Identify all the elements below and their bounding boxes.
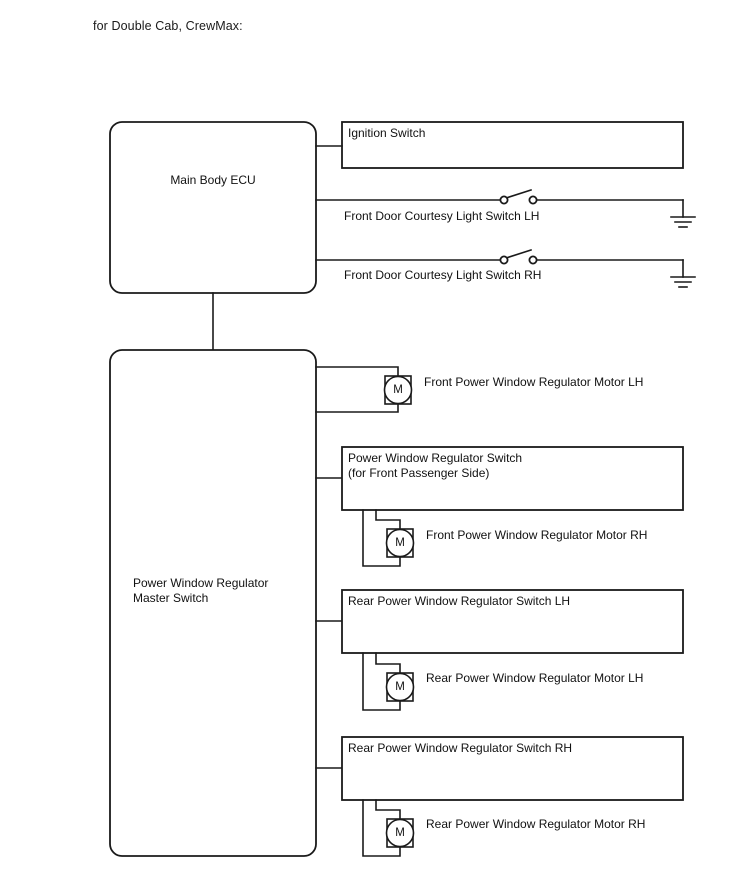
block-label-main-body-ecu: Main Body ECU — [170, 173, 256, 187]
motor-symbol-letter-front-lh: M — [393, 384, 403, 396]
wire-rear-switch-rh-to-motor-rh-top — [375, 799, 401, 821]
block-label-power-window-regulator-master-switch: Power Window Regulator Master Switch — [133, 576, 269, 605]
wire-master-to-front-motor-lh-bottom — [315, 402, 399, 413]
page-title: for Double Cab, CrewMax: — [93, 19, 243, 33]
block-label-power-window-regulator-switch-front-passenger: Power Window Regulator Switch (for Front… — [348, 451, 523, 480]
motor-symbol-letter-front-rh: M — [395, 537, 405, 549]
block-main-body-ecu — [109, 121, 317, 294]
switch-contact-rh-left — [499, 255, 509, 265]
switch-contact-lh-right — [528, 195, 538, 205]
block-label-rear-power-window-regulator-switch-rh: Rear Power Window Regulator Switch RH — [348, 741, 573, 755]
motor-symbol-letter-rear-rh: M — [395, 827, 405, 839]
block-label-ignition-switch: Ignition Switch — [348, 126, 426, 140]
switch-blade-courtesy-lh — [504, 188, 533, 200]
switch-contact-rh-right — [528, 255, 538, 265]
wire-master-to-front-motor-lh-top — [315, 366, 399, 378]
motor-symbol-letter-rear-lh: M — [395, 681, 405, 693]
label-rear-power-window-regulator-motor-rh: Rear Power Window Regulator Motor RH — [426, 817, 646, 831]
label-front-power-window-regulator-motor-lh: Front Power Window Regulator Motor LH — [424, 375, 644, 389]
wire-rear-switch-lh-to-motor-lh-top — [375, 652, 401, 675]
wire-front-passenger-switch-to-motor-rh-top — [375, 509, 401, 531]
switch-contact-lh-left — [499, 195, 509, 205]
label-front-door-courtesy-light-switch-lh: Front Door Courtesy Light Switch LH — [344, 209, 540, 223]
switch-blade-courtesy-rh — [504, 248, 533, 260]
label-front-power-window-regulator-motor-rh: Front Power Window Regulator Motor RH — [426, 528, 648, 542]
label-front-door-courtesy-light-switch-rh: Front Door Courtesy Light Switch RH — [344, 268, 542, 282]
label-rear-power-window-regulator-motor-lh: Rear Power Window Regulator Motor LH — [426, 671, 644, 685]
block-label-rear-power-window-regulator-switch-lh: Rear Power Window Regulator Switch LH — [348, 594, 571, 608]
